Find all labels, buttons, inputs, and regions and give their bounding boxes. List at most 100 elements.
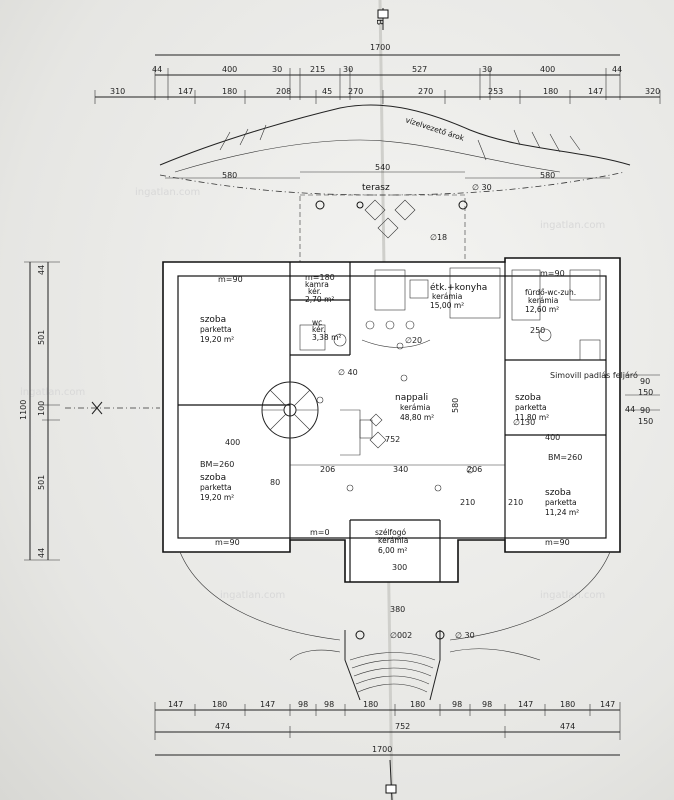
svg-text:150: 150 — [638, 417, 653, 426]
svg-text:48,80 m²: 48,80 m² — [400, 413, 434, 422]
svg-text:m=90: m=90 — [215, 538, 240, 547]
svg-text:501: 501 — [37, 330, 46, 345]
svg-text:m=180: m=180 — [305, 273, 335, 282]
svg-text:527: 527 — [412, 65, 427, 74]
terrace-label: terasz — [362, 183, 390, 193]
watermark: ingatlan.com — [220, 590, 285, 601]
svg-text:474: 474 — [215, 722, 230, 731]
svg-text:∅18: ∅18 — [430, 233, 447, 242]
terrace: terasz ∅ 30 ∅18 — [299, 183, 492, 266]
svg-text:∅ 30: ∅ 30 — [455, 631, 475, 640]
svg-text:∅ 40: ∅ 40 — [338, 368, 358, 377]
svg-text:12,60 m²: 12,60 m² — [525, 305, 559, 314]
svg-text:11,80 m²: 11,80 m² — [515, 413, 549, 422]
watermark: ingatlan.com — [540, 590, 605, 601]
svg-text:98: 98 — [324, 700, 334, 709]
svg-text:215: 215 — [310, 65, 325, 74]
left-dimensions: 1100 501 100 501 44 44 — [19, 261, 160, 561]
room-name: szoba — [545, 488, 571, 498]
svg-text:parketta: parketta — [545, 498, 577, 507]
svg-text:parketta: parketta — [200, 325, 232, 334]
svg-text:147: 147 — [260, 700, 275, 709]
svg-text:380: 380 — [390, 605, 405, 614]
svg-text:147: 147 — [588, 87, 603, 96]
svg-text:parketta: parketta — [515, 403, 547, 412]
svg-text:kér.: kér. — [308, 287, 321, 296]
svg-text:206: 206 — [467, 465, 482, 474]
svg-text:253: 253 — [488, 87, 503, 96]
svg-text:580: 580 — [222, 171, 237, 180]
room-name: szoba — [200, 473, 226, 483]
svg-text:150: 150 — [638, 388, 653, 397]
svg-text:580: 580 — [451, 398, 460, 413]
svg-text:98: 98 — [298, 700, 308, 709]
svg-text:310: 310 — [110, 87, 125, 96]
svg-text:400: 400 — [225, 438, 240, 447]
svg-text:kerámia: kerámia — [432, 292, 462, 301]
room-name: kamra — [305, 280, 329, 289]
svg-text:kerámia: kerámia — [378, 536, 408, 545]
svg-text:30: 30 — [272, 65, 282, 74]
room-name: nappali — [395, 393, 428, 403]
kitchen-furniture — [361, 267, 501, 348]
svg-text:400: 400 — [545, 433, 560, 442]
svg-text:210: 210 — [460, 498, 475, 507]
svg-text:208: 208 — [276, 87, 291, 96]
bottom-dimensions: 147 180 147 98 98 180 180 98 98 147 180 … — [154, 700, 621, 756]
svg-text:1100: 1100 — [19, 400, 28, 420]
svg-text:270: 270 — [418, 87, 433, 96]
svg-text:45: 45 — [322, 87, 332, 96]
svg-text:98: 98 — [452, 700, 462, 709]
svg-text:m=0: m=0 — [310, 528, 330, 537]
dim-total-top: 1700 — [370, 43, 390, 52]
svg-text:180: 180 — [212, 700, 227, 709]
svg-text:147: 147 — [518, 700, 533, 709]
svg-text:100: 100 — [37, 401, 46, 416]
svg-text:752: 752 — [385, 435, 400, 444]
svg-text:300: 300 — [392, 563, 407, 572]
room-name: wc — [312, 318, 322, 327]
section-label: B — [374, 19, 384, 25]
svg-text:30: 30 — [343, 65, 353, 74]
room-name: fürdő-wc-zuh. — [525, 288, 576, 297]
svg-text:400: 400 — [222, 65, 237, 74]
svg-text:147: 147 — [168, 700, 183, 709]
svg-text:474: 474 — [560, 722, 575, 731]
svg-text:98: 98 — [482, 700, 492, 709]
svg-text:parketta: parketta — [200, 483, 232, 492]
bathroom-fixtures — [299, 269, 601, 361]
svg-text:320: 320 — [645, 87, 660, 96]
svg-text:∅130: ∅130 — [513, 418, 535, 427]
svg-text:BM=260: BM=260 — [200, 460, 234, 469]
svg-text:∅002: ∅002 — [390, 631, 412, 640]
svg-text:340: 340 — [393, 465, 408, 474]
entrance-steps: ∅002 ∅ 30 — [179, 551, 611, 701]
svg-text:30: 30 — [482, 65, 492, 74]
spiral-stairs — [261, 381, 319, 439]
top-dimensions: 1700 44 400 30 215 30 527 30 400 44 310 … — [94, 43, 661, 104]
svg-text:15,00 m²: 15,00 m² — [430, 301, 464, 310]
watermark: ingatlan.com — [540, 220, 605, 231]
svg-text:90: 90 — [640, 406, 650, 415]
svg-text:6,00 m²: 6,00 m² — [378, 546, 407, 555]
svg-text:44: 44 — [612, 65, 622, 74]
room-name: szélfogó — [375, 528, 407, 537]
svg-text:147: 147 — [600, 700, 615, 709]
svg-text:BM=260: BM=260 — [548, 453, 582, 462]
site-terrain: vízelvezető árok 580 540 580 — [159, 104, 631, 196]
svg-text:1700: 1700 — [372, 745, 392, 754]
right-dimensions: 90 150 90 150 44 — [625, 374, 660, 426]
svg-text:752: 752 — [395, 722, 410, 731]
svg-text:44: 44 — [37, 548, 46, 558]
svg-text:210: 210 — [508, 498, 523, 507]
svg-text:270: 270 — [348, 87, 363, 96]
svg-text:206: 206 — [320, 465, 335, 474]
svg-text:400: 400 — [540, 65, 555, 74]
svg-text:147: 147 — [178, 87, 193, 96]
living-furniture — [290, 342, 505, 492]
svg-text:180: 180 — [363, 700, 378, 709]
room-name: szoba — [200, 315, 226, 325]
svg-text:∅20: ∅20 — [405, 336, 422, 345]
